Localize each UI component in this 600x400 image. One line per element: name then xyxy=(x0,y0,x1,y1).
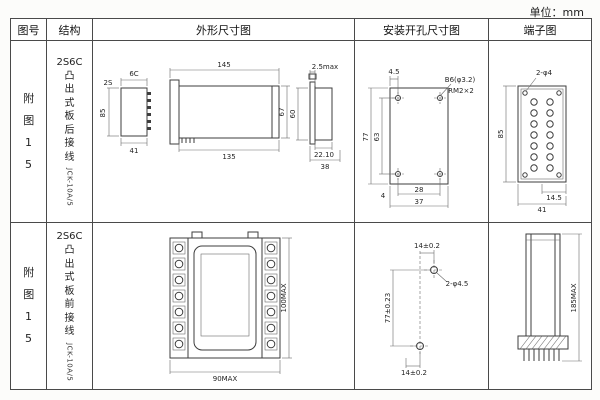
structure-name: 2S6C xyxy=(56,56,83,68)
front-panel-drawing: 90MAX 100MAX xyxy=(169,231,292,383)
header-structure: 结构 xyxy=(47,19,93,41)
dim-38: 38 xyxy=(320,163,329,171)
mounting-drawing-row2: 14±0.2 2-φ4.5 77±0.23 14±0.2 xyxy=(384,242,468,377)
dim-85-terminal: 85 xyxy=(497,129,505,138)
dim-22-10: 22.10 xyxy=(313,151,333,159)
row2-fig-no-cell: 附图15 xyxy=(11,223,47,389)
dim-185max: 185MAX xyxy=(570,283,578,312)
fig-no-text: 附图15 xyxy=(23,91,35,171)
structure-desc: 凸出式板后接线 xyxy=(64,70,75,163)
profile-view-drawing: 60 2.5max 22.10 38 xyxy=(289,63,340,171)
structure-model: JCK-10A/5 xyxy=(65,168,74,207)
dim-67: 67 xyxy=(278,107,286,116)
dim-6c: 6C xyxy=(129,70,138,78)
dim-2-5max: 2.5max xyxy=(311,63,337,71)
dim-135: 135 xyxy=(222,153,235,161)
dim-90max: 90MAX xyxy=(212,375,237,383)
outline-drawing-row1: 6C 2S 85 41 xyxy=(99,61,340,171)
terminal-block-drawing: 2-φ4 85 14.5 41 xyxy=(497,69,567,214)
dim-4-5: 4.5 xyxy=(388,68,399,76)
unit-label: 单位：mm xyxy=(529,6,584,19)
row2-outline-cell: 90MAX 100MAX xyxy=(93,223,355,389)
dim-41-terminal: 41 xyxy=(538,206,547,214)
dim-28: 28 xyxy=(414,186,423,194)
dim-77-tol: 77±0.23 xyxy=(384,293,392,323)
outline-drawing-row2: 90MAX 100MAX xyxy=(169,231,292,383)
row1-outline-cell: 6C 2S 85 41 xyxy=(93,41,355,223)
row2-structure-cell: 2S6C 凸出式板前接线 JCK-10A/5 xyxy=(47,223,93,389)
terminal-drawing-row1: 2-φ4 85 14.5 41 xyxy=(497,69,567,214)
dim-37: 37 xyxy=(414,198,423,206)
hole-spec-label: 2-φ4.5 xyxy=(445,280,468,288)
row1-mounting-cell: 4.5 B6(φ3.2) RM2×2 77 63 28 37 xyxy=(355,41,489,223)
row2-terminal-cell: 185MAX xyxy=(489,223,591,389)
structure-desc: 凸出式板前接线 xyxy=(64,245,75,338)
label-2s: 2S xyxy=(103,79,112,87)
dim-14-top: 14±0.2 xyxy=(414,242,440,250)
dim-100max: 100MAX xyxy=(280,283,288,312)
dim-85: 85 xyxy=(99,108,107,117)
row1-structure-cell: 2S6C 凸出式板后接线 JCK-10A/5 xyxy=(47,41,93,223)
structure-name: 2S6C xyxy=(56,231,83,243)
header-mounting: 安装开孔尺寸图 xyxy=(355,19,489,41)
terminal-drawing-row2: 185MAX xyxy=(517,233,582,362)
hole-spec-label: B6(φ3.2) xyxy=(444,76,475,84)
drill-pattern-drawing: 14±0.2 2-φ4.5 77±0.23 14±0.2 xyxy=(384,242,468,377)
dim-77: 77 xyxy=(362,132,370,141)
dim-145: 145 xyxy=(217,61,230,69)
dim-41: 41 xyxy=(129,147,138,155)
rear-view-drawing: 6C 2S 85 41 xyxy=(99,70,151,155)
dim-14-5: 14.5 xyxy=(546,194,562,202)
header-outline: 外形尺寸图 xyxy=(93,19,355,41)
panel-cutout-drawing: 4.5 B6(φ3.2) RM2×2 77 63 28 37 xyxy=(362,68,475,208)
spec-table: 图号 结构 外形尺寸图 安装开孔尺寸图 端子图 附图15 2S6C 凸出式板后接… xyxy=(10,18,592,390)
thread-spec-label: RM2×2 xyxy=(448,87,474,95)
row1-terminal-cell: 2-φ4 85 14.5 41 xyxy=(489,41,591,223)
dim-14-bottom: 14±0.2 xyxy=(401,369,427,377)
header-terminal: 端子图 xyxy=(489,19,591,41)
terminal-hole-label: 2-φ4 xyxy=(536,69,553,77)
relay-side-view-drawing: 185MAX xyxy=(517,233,582,362)
row2-mounting-cell: 14±0.2 2-φ4.5 77±0.23 14±0.2 xyxy=(355,223,489,389)
mounting-drawing-row1: 4.5 B6(φ3.2) RM2×2 77 63 28 37 xyxy=(362,68,475,208)
structure-model: JCK-10A/5 xyxy=(65,342,74,381)
row1-fig-no-cell: 附图15 xyxy=(11,41,47,223)
fig-no-text: 附图15 xyxy=(23,266,35,345)
dim-4: 4 xyxy=(380,192,385,200)
header-fig-no: 图号 xyxy=(11,19,47,41)
dim-63: 63 xyxy=(373,132,381,141)
dim-60: 60 xyxy=(289,109,297,118)
front-view-drawing: 145 135 67 xyxy=(169,61,290,161)
